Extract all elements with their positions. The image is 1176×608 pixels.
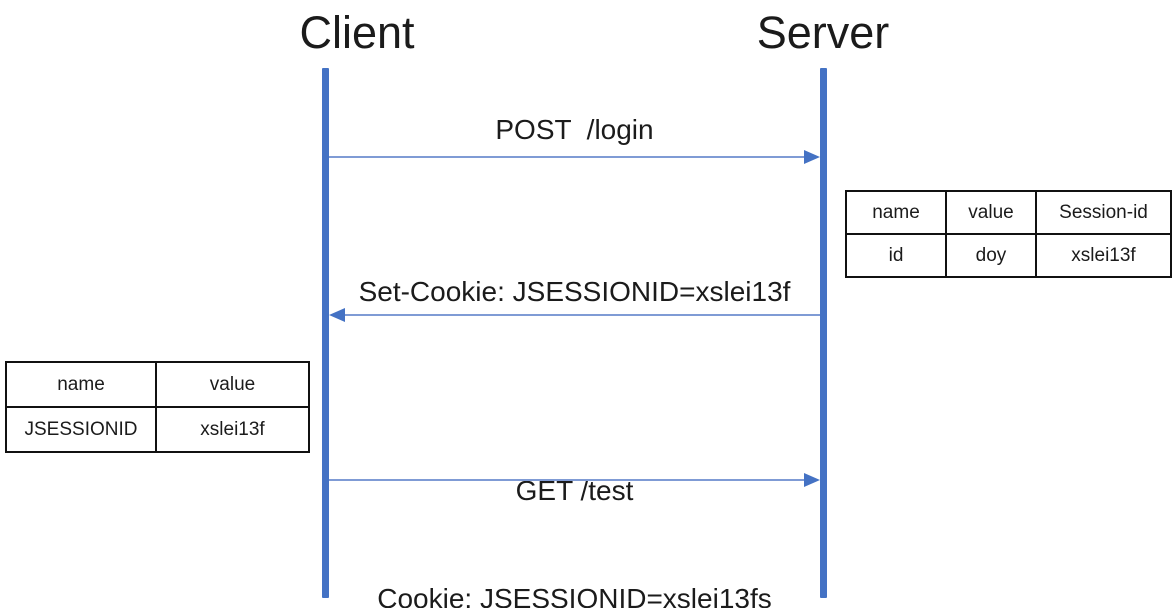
get-test-arrow [329,473,820,487]
client-actor-label: Client [299,7,415,58]
table-row: id doy xslei13f [845,233,1172,278]
arrow-shaft [329,479,807,481]
table-cell: xslei13f [1035,233,1172,278]
client-cookie-table: name value JSESSIONID xslei13f [5,361,310,453]
arrow-shaft [342,314,820,316]
table-cell: doy [945,233,1037,278]
header-cell: value [155,361,310,408]
header-cell: Session-id [1035,190,1172,235]
message-post-login-label: POST /login [495,114,654,145]
client-lifeline [322,68,329,598]
message-get-test-line2: Cookie: JSESSIONID=xslei13fs [377,583,772,608]
table-row: JSESSIONID xslei13f [5,406,310,453]
header-cell: name [845,190,947,235]
message-set-cookie-label: Set-Cookie: JSESSIONID=xslei13f [358,276,791,307]
post-login-arrow [329,150,820,164]
message-get-test-label: GET /test Cookie: JSESSIONID=xslei13fs [329,401,820,608]
table-header-row: name value Session-id [845,190,1172,235]
server-actor-label: Server [756,7,890,58]
server-session-table: name value Session-id id doy xslei13f [845,190,1172,278]
arrowhead-left-icon [329,308,345,322]
table-header-row: name value [5,361,310,408]
table-cell: id [845,233,947,278]
table-cell: xslei13f [155,406,310,453]
arrowhead-right-icon [804,150,820,164]
set-cookie-arrow [329,308,820,322]
server-lifeline [820,68,827,598]
header-cell: value [945,190,1037,235]
header-cell: name [5,361,157,408]
table-cell: JSESSIONID [5,406,157,453]
arrow-shaft [329,156,807,158]
arrowhead-right-icon [804,473,820,487]
